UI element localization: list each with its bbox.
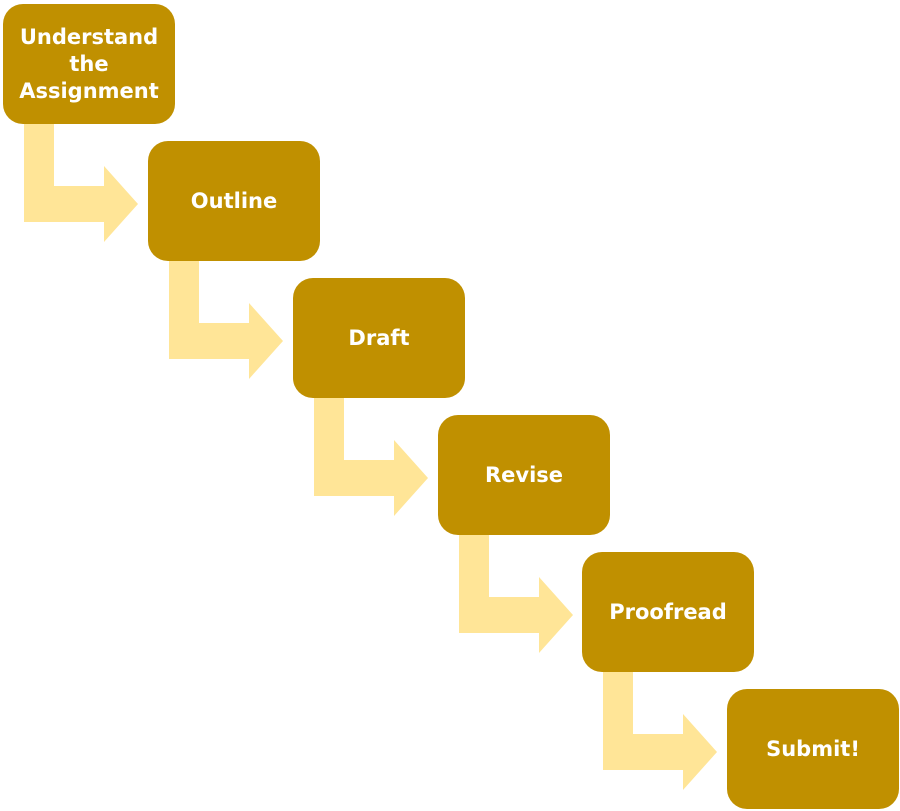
step-box-outline: Outline bbox=[148, 141, 320, 261]
step-box-understand-the-assignment: Understand the Assignment bbox=[3, 4, 175, 124]
step-label: Outline bbox=[190, 188, 278, 213]
bent-arrow-1 bbox=[24, 124, 138, 242]
step-label: Revise bbox=[484, 462, 564, 487]
step-box-submit: Submit! bbox=[727, 689, 899, 809]
step-box-revise: Revise bbox=[438, 415, 610, 535]
step-label: Proofread bbox=[609, 599, 727, 624]
step-label: Understand the Assignment bbox=[19, 24, 159, 103]
bent-arrow-3 bbox=[314, 398, 428, 516]
step-box-draft: Draft bbox=[293, 278, 465, 398]
step-connector-arrow bbox=[24, 124, 717, 790]
bent-arrow-4 bbox=[459, 535, 573, 653]
bent-arrow-5 bbox=[603, 672, 717, 790]
bent-arrow-2 bbox=[169, 261, 283, 379]
step-label: Draft bbox=[348, 325, 410, 350]
step-label: Submit! bbox=[766, 736, 860, 761]
step-box-proofread: Proofread bbox=[582, 552, 754, 672]
